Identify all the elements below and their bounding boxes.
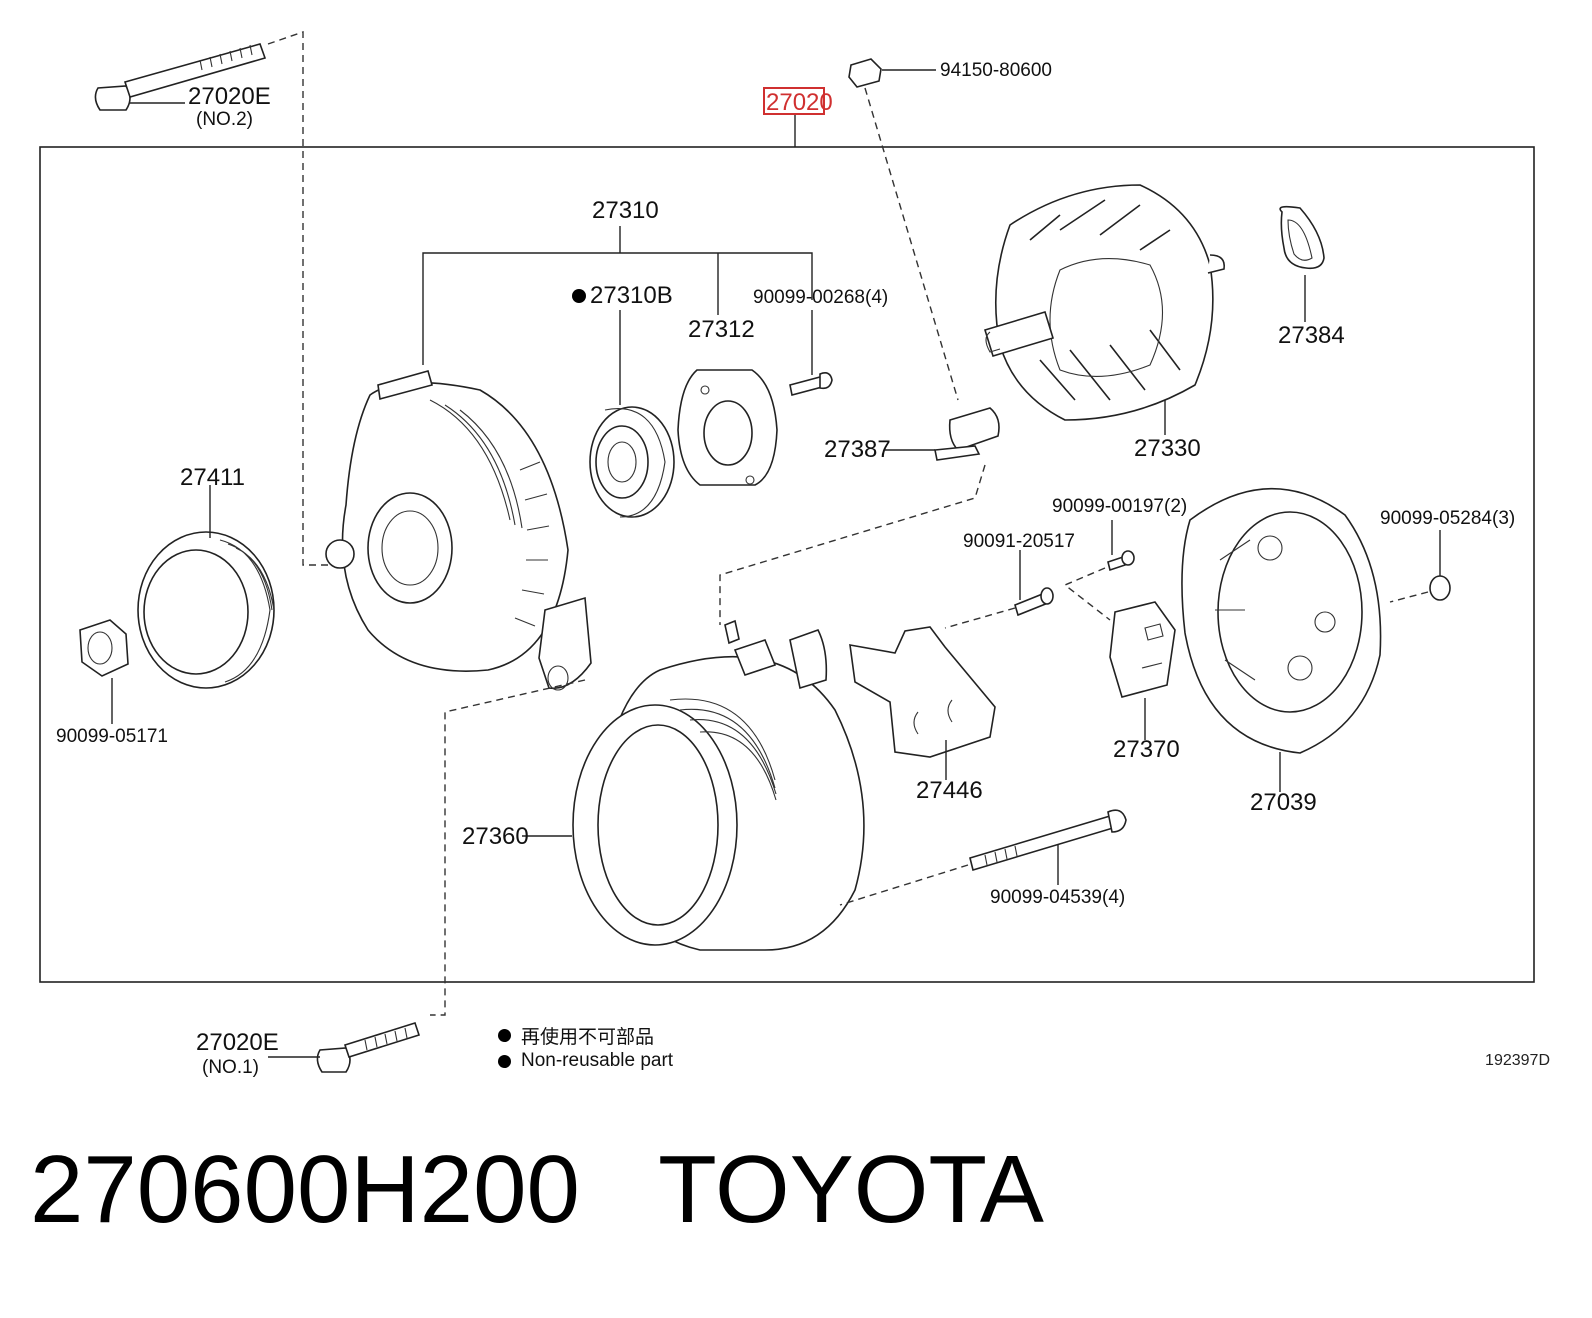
- ring-27384: [1279, 205, 1325, 270]
- non-reusable-dot-icon: [498, 1028, 511, 1042]
- through-bolt-90099-04539: [969, 809, 1127, 872]
- bolt-27020e-no2: [94, 43, 267, 111]
- rear-cover-27039: [1181, 487, 1382, 754]
- assembly-highlight-box: [763, 87, 825, 115]
- label-27312[interactable]: 27312: [688, 316, 755, 343]
- label-27370[interactable]: 27370: [1113, 736, 1180, 763]
- dash-90099-00197: [1063, 567, 1111, 621]
- label-90099-04539[interactable]: 90099-04539(4): [990, 887, 1125, 908]
- non-reusable-dot-27310b: [572, 289, 586, 303]
- cover-27387: [934, 407, 1000, 461]
- bearing-27310b: [589, 406, 675, 518]
- dash-27020e-no2: [267, 31, 330, 566]
- assembly-frame: [39, 146, 1535, 983]
- label-90099-00268[interactable]: 90099-00268(4): [753, 287, 888, 308]
- brush-holder-27370: [1109, 601, 1176, 698]
- caption-brand: TOYOTA: [658, 1136, 1044, 1243]
- non-reusable-dot-icon: [498, 1054, 511, 1068]
- dash-94150: [864, 87, 959, 401]
- dash-90099-05284: [1389, 591, 1429, 603]
- pulley-27411: [137, 531, 275, 689]
- dash-through-bolt: [839, 864, 969, 906]
- bolt-27020e-no1: [316, 1022, 421, 1073]
- label-27411[interactable]: 27411: [180, 464, 245, 491]
- label-90091-20517[interactable]: 90091-20517: [963, 531, 1075, 552]
- pulley-nut-90099-05171: [79, 619, 129, 677]
- legend: 再使用不可部品 Non-reusable part: [498, 1022, 673, 1074]
- label-27310b[interactable]: 27310B: [590, 282, 673, 309]
- retainer-plate-27312: [677, 369, 778, 486]
- label-27020e-no2[interactable]: 27020E: [188, 83, 271, 110]
- note-27020e-no2: (NO.2): [196, 109, 253, 130]
- legend-text-en: Non-reusable part: [521, 1050, 674, 1071]
- bracket-27310: [422, 252, 813, 365]
- label-27384[interactable]: 27384: [1278, 322, 1345, 349]
- label-27310[interactable]: 27310: [592, 197, 659, 224]
- nut-90099-05284: [1429, 575, 1451, 601]
- stator-27360: [572, 619, 865, 951]
- note-27020e-no1: (NO.1): [202, 1057, 259, 1078]
- drive-end-frame: [325, 370, 592, 691]
- dash-90091: [944, 607, 1016, 629]
- label-27360[interactable]: 27360: [462, 823, 529, 850]
- label-90099-05284[interactable]: 90099-05284(3): [1380, 508, 1515, 529]
- screw-90099-00268: [789, 372, 833, 396]
- label-27330[interactable]: 27330: [1134, 435, 1201, 462]
- dash-27387: [719, 464, 986, 625]
- rotor-27330: [983, 184, 1226, 421]
- legend-row-cn: 再使用不可部品: [498, 1022, 673, 1048]
- assembly-part-label[interactable]: 27020: [766, 89, 833, 116]
- product-caption: 270600H200 TOYOTA: [30, 1135, 1044, 1245]
- screw-90099-00197: [1107, 550, 1135, 572]
- legend-text-cn: 再使用不可部品: [521, 1026, 655, 1048]
- label-94150-80600[interactable]: 94150-80600: [940, 60, 1052, 81]
- terminal-plate-27446: [849, 626, 996, 758]
- caption-part-number: 270600H200: [30, 1136, 580, 1243]
- label-27387[interactable]: 27387: [824, 436, 891, 463]
- label-90099-00197[interactable]: 90099-00197(2): [1052, 496, 1187, 517]
- legend-row-en: Non-reusable part: [498, 1048, 673, 1074]
- label-90099-05171[interactable]: 90099-05171: [56, 726, 168, 747]
- label-27039[interactable]: 27039: [1250, 789, 1317, 816]
- label-27020e-no1[interactable]: 27020E: [196, 1029, 279, 1056]
- screw-90091-20517: [1014, 587, 1054, 617]
- label-27446[interactable]: 27446: [916, 777, 983, 804]
- diagram-reference-code: 192397D: [1485, 1052, 1550, 1069]
- nut-94150-80600: [848, 58, 936, 88]
